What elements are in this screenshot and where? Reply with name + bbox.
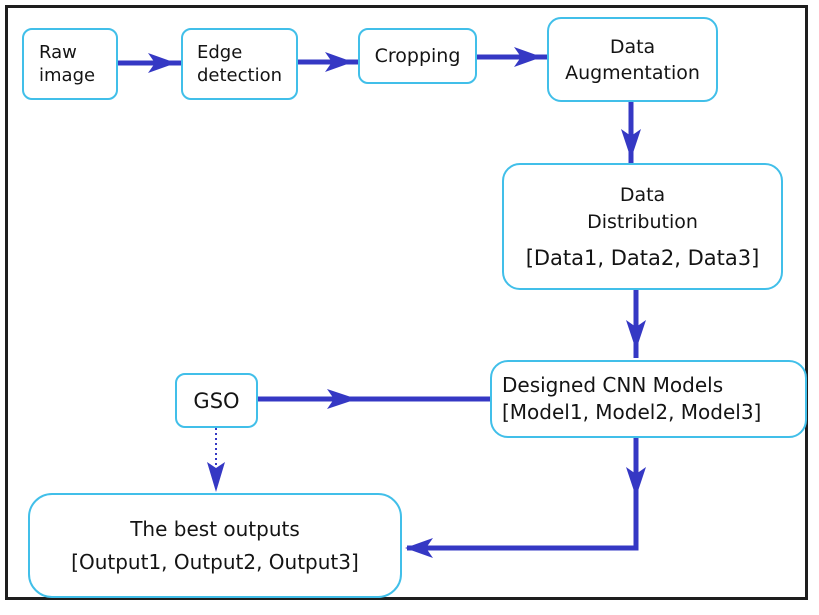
edge-cropping-to-data-augmentation bbox=[477, 47, 547, 67]
node-cnn-models: Designed CNN Models [Model1, Model2, Mod… bbox=[490, 360, 807, 438]
edge-gso-to-best-outputs bbox=[207, 428, 225, 492]
node-edge-detection: Edge detection bbox=[181, 28, 298, 100]
node-cropping: Cropping bbox=[358, 28, 477, 84]
edge-edge-detection-to-cropping bbox=[297, 52, 358, 72]
arrowhead-down-icon bbox=[626, 467, 646, 497]
diagram-outer-border bbox=[5, 5, 808, 600]
node-data-distribution: Data Distribution [Data1, Data2, Data3] bbox=[502, 163, 783, 290]
node-edge-detection-label-line1: Edge bbox=[197, 42, 243, 63]
node-best-outputs: The best outputs [Output1, Output2, Outp… bbox=[28, 493, 402, 598]
node-gso-label: GSO bbox=[193, 388, 240, 413]
arrowhead-right-icon bbox=[327, 389, 357, 409]
edge-cnn-models-to-best-outputs bbox=[405, 438, 646, 558]
edge-gso-to-cnn-models bbox=[258, 389, 490, 409]
node-data-distribution-detail: [Data1, Data2, Data3] bbox=[525, 245, 760, 270]
node-gso: GSO bbox=[175, 373, 258, 428]
node-raw-image-label-line1: Raw bbox=[39, 42, 77, 63]
arrowhead-right-icon bbox=[514, 47, 542, 67]
node-data-distribution-label-line1: Data bbox=[619, 183, 666, 206]
node-data-augmentation-label-line1: Data bbox=[609, 35, 656, 58]
node-best-outputs-label-line2: [Output1, Output2, Output3] bbox=[71, 549, 359, 574]
arrowhead-left-icon bbox=[405, 538, 433, 558]
node-data-distribution-label-line2: Distribution bbox=[587, 210, 698, 233]
node-cropping-label: Cropping bbox=[374, 45, 461, 67]
node-cnn-models-label-line1: Designed CNN Models bbox=[502, 373, 724, 397]
node-edge-detection-label-line2: detection bbox=[197, 65, 283, 86]
node-cnn-models-label-line2: [Model1, Model2, Model3] bbox=[502, 400, 762, 424]
arrowhead-right-icon bbox=[148, 53, 176, 73]
node-best-outputs-label-line1: The best outputs bbox=[130, 516, 300, 541]
edge-data-distribution-to-cnn-models bbox=[626, 290, 646, 358]
node-raw-image-label-line2: image bbox=[39, 65, 96, 86]
node-data-augmentation: Data Augmentation bbox=[547, 17, 718, 102]
node-raw-image: Raw image bbox=[22, 28, 118, 100]
arrowhead-down-icon bbox=[207, 462, 225, 492]
arrowhead-down-icon bbox=[621, 129, 641, 159]
edge-data-augmentation-to-data-distribution bbox=[621, 102, 641, 163]
node-data-augmentation-label-line2: Augmentation bbox=[565, 61, 700, 84]
arrowhead-right-icon bbox=[325, 52, 353, 72]
edge-raw-image-to-edge-detection bbox=[118, 53, 181, 73]
arrowhead-down-icon bbox=[626, 320, 646, 350]
